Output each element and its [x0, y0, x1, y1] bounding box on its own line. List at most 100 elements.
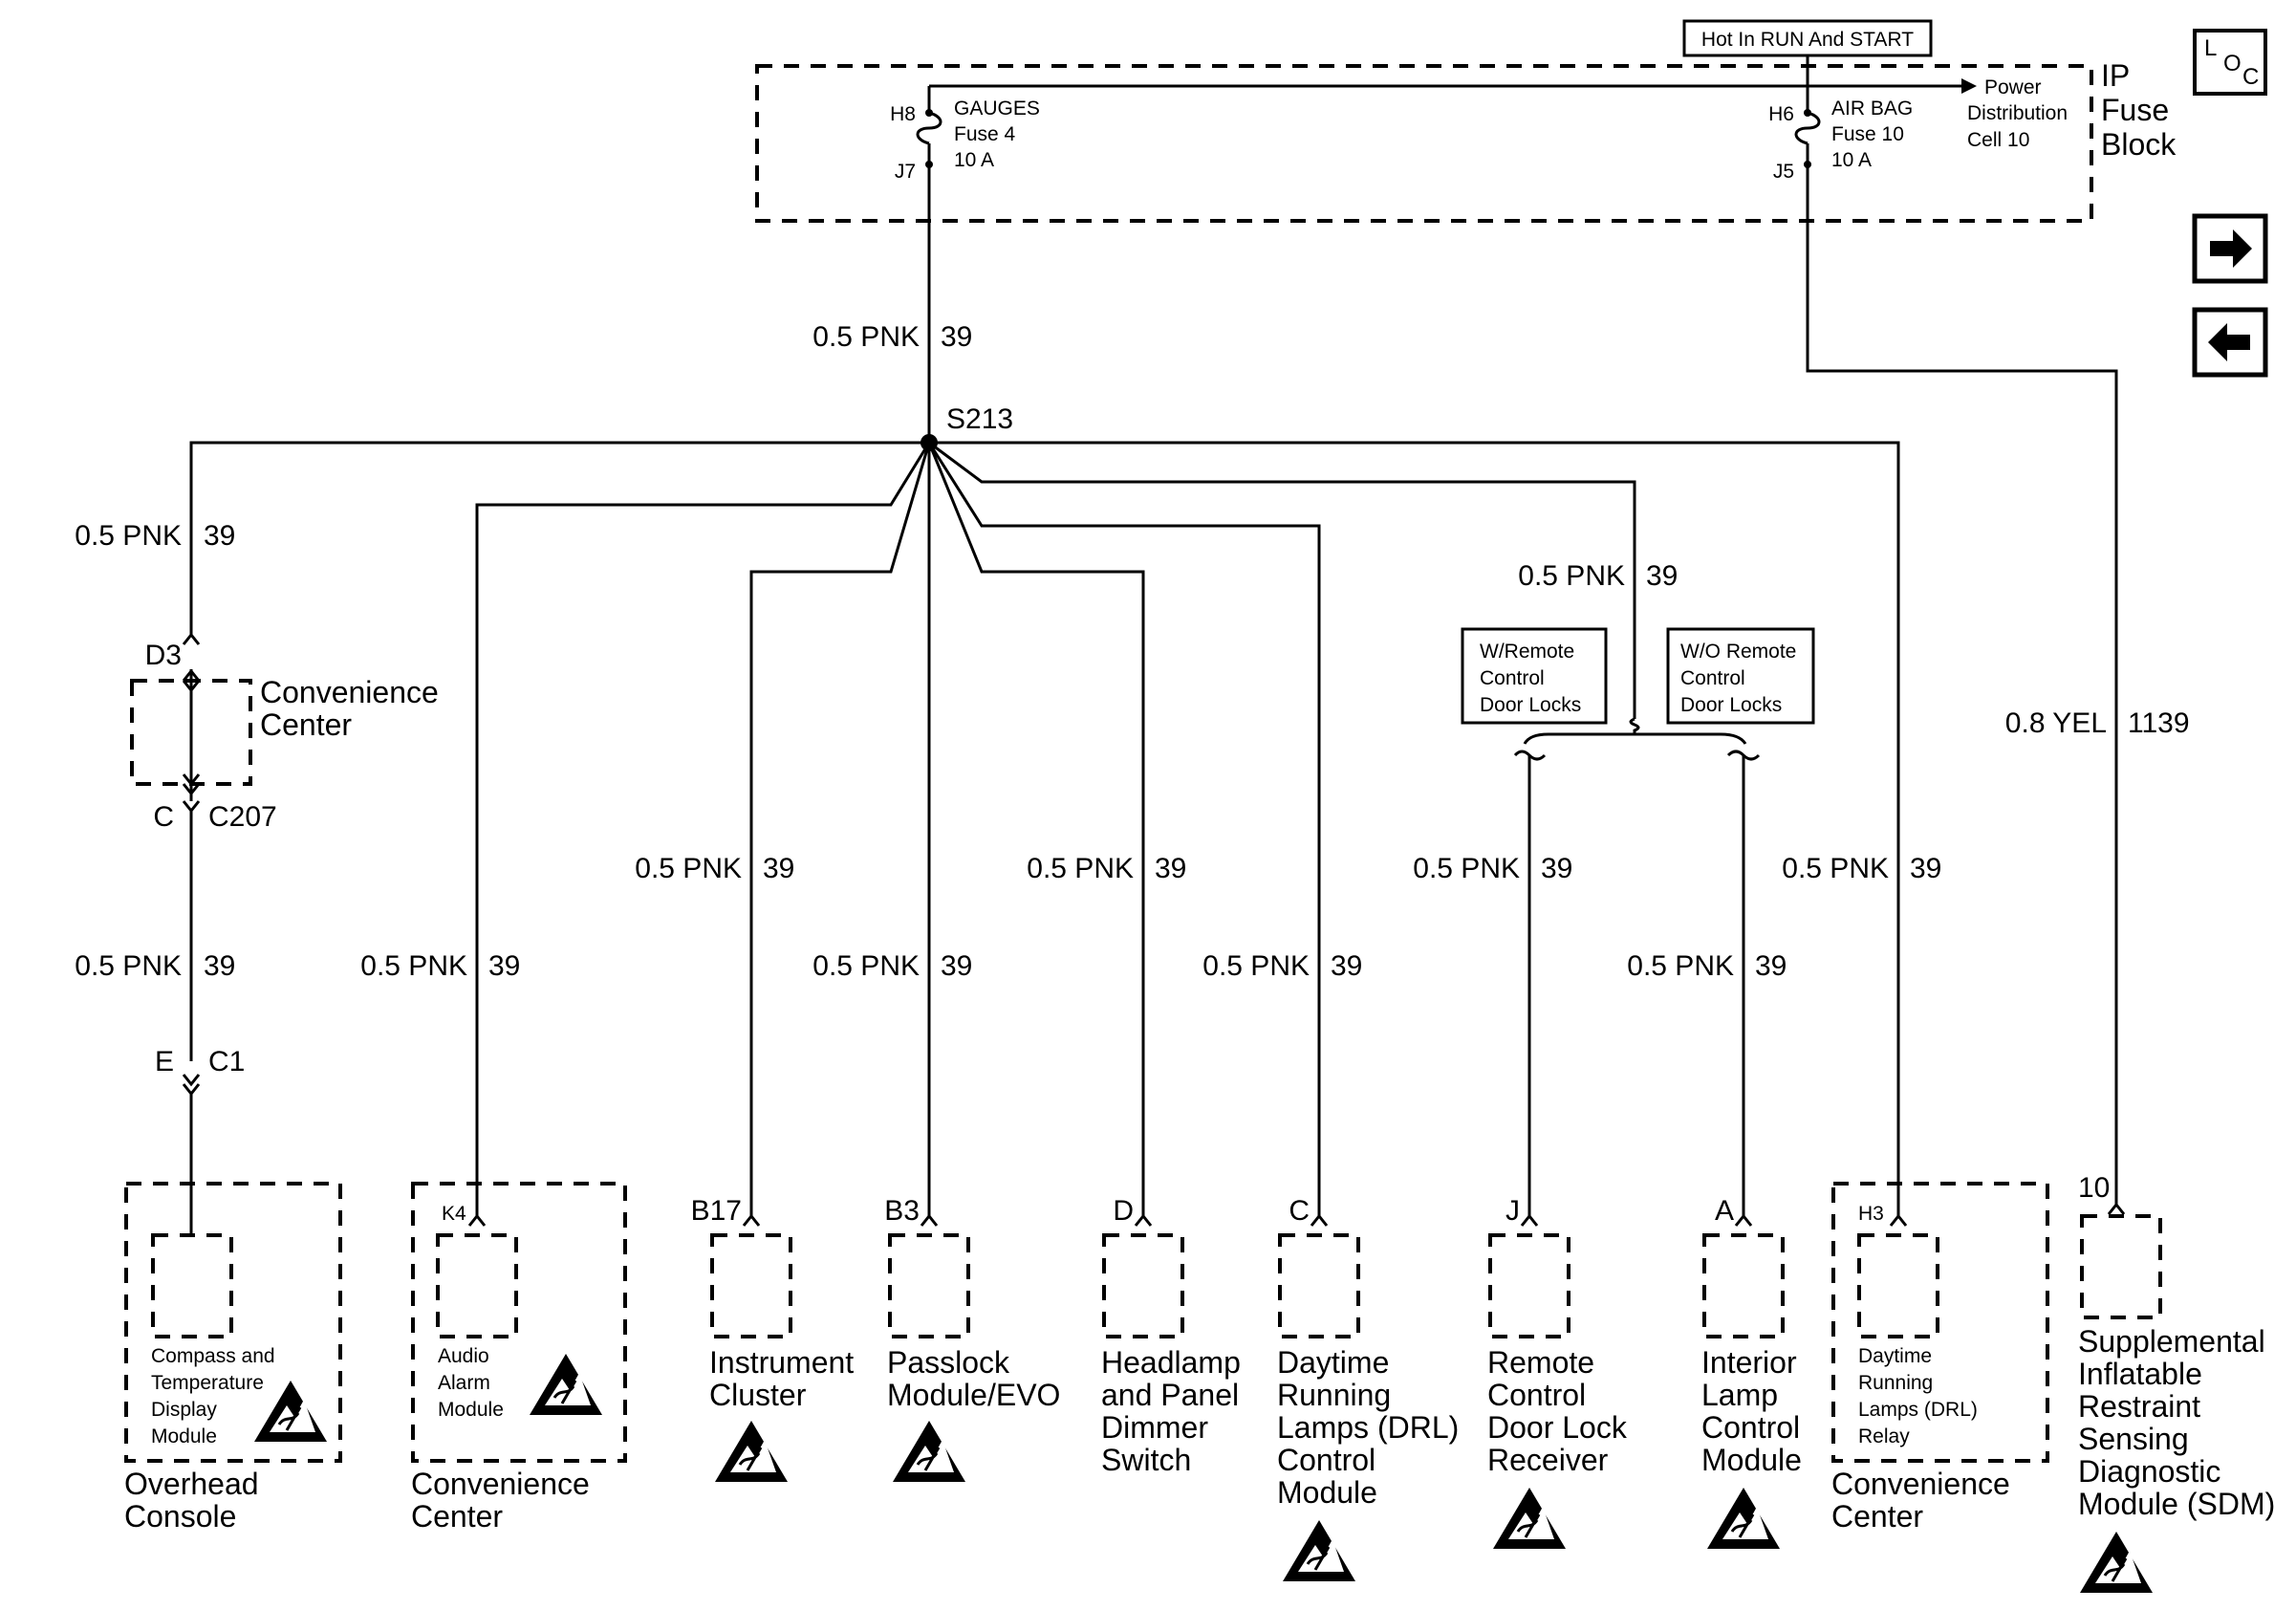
- wire-to-drl-relay: [929, 441, 1900, 1216]
- label-line-2: Console: [124, 1499, 236, 1534]
- inner-box: [436, 1233, 518, 1338]
- label-line-4: Module: [1701, 1443, 1802, 1477]
- wire-to-convenience-center-d3: [189, 441, 929, 635]
- loc-letter-c: C: [2242, 64, 2259, 90]
- component-drl-control-module: C Daytime Running Lamps (DRL) Control Mo…: [1277, 1195, 1459, 1583]
- label-line-5: Diagnostic: [2078, 1454, 2220, 1489]
- esd-sensitive-icon: [528, 1352, 604, 1417]
- pin-label: B17: [691, 1195, 742, 1227]
- wire-label-gauge: 0.5 PNK: [1518, 560, 1625, 592]
- connector-c1: C1: [208, 1046, 245, 1077]
- inner-box: [151, 1233, 233, 1338]
- component-headlamp-dimmer-switch: D Headlamp and Panel Dimmer Switch: [1101, 1195, 1241, 1477]
- previous-button[interactable]: [2192, 307, 2268, 378]
- fuse-line-1: AIR BAG: [1831, 98, 1913, 120]
- inner-line-4: Module: [151, 1425, 217, 1447]
- wire-label-circuit: 39: [1541, 853, 1572, 884]
- next-arrow-icon[interactable]: [2210, 229, 2252, 268]
- pin-c: C: [153, 801, 174, 833]
- label-line-2: and Panel: [1101, 1378, 1239, 1412]
- pin-label: K4: [442, 1203, 466, 1225]
- hot-in-run-text: Hot In RUN And START: [1701, 29, 1914, 51]
- option-box-without: [1666, 627, 1815, 725]
- power-dist-2: Distribution: [1967, 102, 2068, 124]
- wire-to-remote-options: [928, 441, 1636, 719]
- fuse-block-label-3: Block: [2101, 127, 2177, 162]
- wire-label-circuit: 39: [1755, 950, 1787, 982]
- outer-box: [411, 1182, 627, 1463]
- label-line-2: Center: [411, 1499, 503, 1534]
- inner-box: [1702, 1233, 1785, 1338]
- label-line-3: Door Lock: [1487, 1410, 1628, 1445]
- wire-label-gauge: 0.5 PNK: [1413, 853, 1520, 884]
- fuse-line-1: GAUGES: [954, 98, 1040, 120]
- splice-wires: [189, 441, 1900, 1216]
- wire-label-gauge: 0.5 PNK: [1782, 853, 1889, 884]
- fuse-air-bag: H6 J5 AIR BAG Fuse 10 10 A: [1768, 88, 1913, 183]
- component-sdm: 10 Supplemental Inflatable Restraint Sen…: [2078, 1172, 2275, 1595]
- label-line-3: Control: [1701, 1410, 1800, 1445]
- next-button[interactable]: [2192, 213, 2268, 284]
- convenience-center-label-2: Center: [260, 707, 352, 742]
- option-without-line-2: Control: [1680, 667, 1745, 689]
- loc-letter-l: L: [2204, 35, 2217, 61]
- inner-line-3: Lamps (DRL): [1858, 1399, 1978, 1421]
- inner-line-3: Display: [151, 1399, 217, 1421]
- label-line-2: Inflatable: [2078, 1357, 2202, 1391]
- pin-label: J: [1505, 1195, 1520, 1227]
- wire-to-instrument-cluster: [749, 442, 931, 1216]
- wire-label-circuit: 39: [1910, 853, 1941, 884]
- label-line-3: Dimmer: [1101, 1410, 1208, 1445]
- wire-to-audio-alarm: [475, 442, 931, 1216]
- label-line-4: Sensing: [2078, 1422, 2189, 1456]
- label-line-4: Control: [1277, 1443, 1375, 1477]
- wire-label-gauge: 0.5 PNK: [360, 950, 467, 982]
- loc-letter-o: O: [2223, 51, 2242, 76]
- inner-box: [1488, 1233, 1570, 1338]
- inner-line-2: Alarm: [438, 1372, 490, 1394]
- label-line-1: Convenience: [1831, 1467, 2010, 1501]
- inner-line-1: Compass and: [151, 1345, 275, 1367]
- wire-label-circuit-yel: 1139: [2128, 707, 2190, 739]
- fuse-line-2: Fuse 4: [954, 123, 1016, 145]
- pin-label: 10: [2078, 1172, 2110, 1204]
- fuse-line-2: Fuse 10: [1831, 123, 1904, 145]
- fuse-out-pin: J7: [895, 161, 916, 183]
- esd-sensitive-icon: [891, 1419, 967, 1484]
- label-line-1: Overhead: [124, 1467, 259, 1501]
- loc-button[interactable]: L O C: [2193, 29, 2267, 96]
- component-overhead-console: Compass and Temperature Display Module O…: [124, 1182, 342, 1534]
- esd-sensitive-icon: [713, 1419, 790, 1484]
- fuse-in-pin: H6: [1768, 103, 1794, 125]
- esd-sensitive-icon: [252, 1379, 329, 1444]
- wire-label-circuit: 39: [1331, 950, 1362, 982]
- option-box-with: [1461, 627, 1608, 725]
- previous-arrow-icon[interactable]: [2208, 323, 2250, 361]
- power-arrow-icon: [1961, 78, 1977, 94]
- option-with-line-2: Control: [1480, 667, 1545, 689]
- wire-to-headlamp-switch: [927, 442, 1145, 1216]
- outer-box: [124, 1182, 342, 1463]
- fuse-gauges: H8 J7 GAUGES Fuse 4 10 A: [890, 86, 1040, 183]
- fuse-block-outline: [755, 64, 2093, 223]
- wire-label-circuit: 39: [488, 950, 520, 982]
- wire-label-circuit: 39: [204, 520, 235, 552]
- splice-label: S213: [946, 403, 1013, 435]
- wire-label-gauge: 0.5 PNK: [635, 853, 742, 884]
- loc-icon[interactable]: [2193, 29, 2267, 96]
- label-line-2: Control: [1487, 1378, 1586, 1412]
- inner-box: [710, 1233, 792, 1338]
- outer-box: [1831, 1182, 2049, 1463]
- wire-labels: 0.5 PNK 39 0.5 PNK 39 0.8 YEL 1139 0.5 P…: [75, 520, 2189, 982]
- wire-to-drl-control: [927, 442, 1321, 1216]
- label-line-1: Remote: [1487, 1345, 1594, 1380]
- inner-line-4: Relay: [1858, 1425, 1910, 1447]
- wire-label-circuit: 39: [941, 321, 972, 353]
- label-line-5: Module: [1277, 1475, 1377, 1510]
- component-passlock-module: B3 Passlock Module/EVO: [884, 1195, 1060, 1484]
- inner-box: [1857, 1233, 1939, 1338]
- fuse-block-label-2: Fuse: [2101, 93, 2169, 127]
- component-drl-relay: H3 Daytime Running Lamps (DRL) Relay Con…: [1831, 1182, 2049, 1534]
- inner-box: [2080, 1214, 2162, 1319]
- label-line-2: Module/EVO: [887, 1378, 1060, 1412]
